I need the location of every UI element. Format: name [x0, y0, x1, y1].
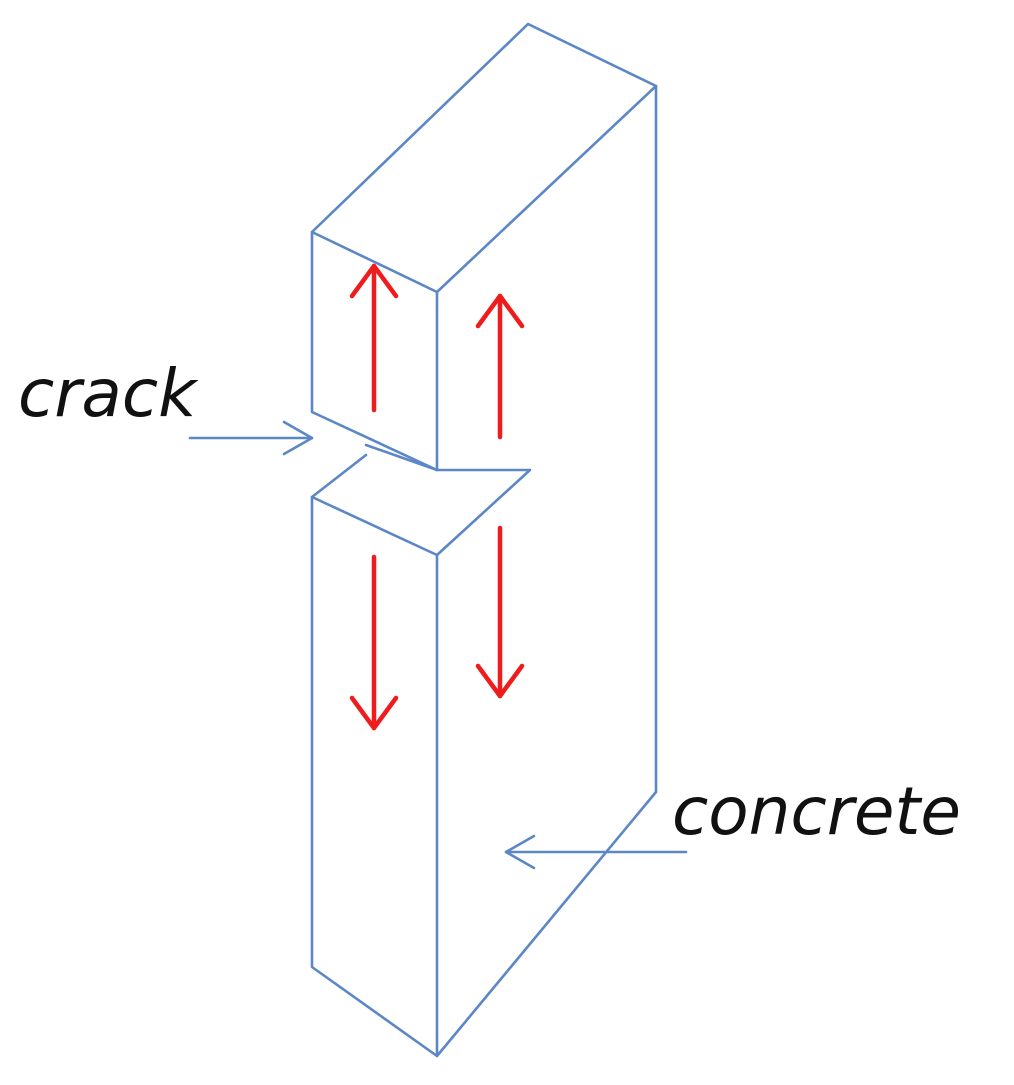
arrow-up-side: [475, 293, 525, 440]
arrow-down-front: [349, 554, 399, 731]
crack-callout: crack: [18, 355, 314, 456]
crack-notch-line: [364, 443, 439, 472]
block-top-face: [310, 22, 658, 294]
crack-plane: [310, 453, 368, 499]
crack-label: crack: [18, 355, 199, 432]
block-upper-front-face: [310, 230, 439, 472]
concrete-block: [310, 22, 658, 1058]
block-lower-front-face: [310, 495, 439, 1058]
crack-plane-upper-edge: [435, 468, 532, 557]
tension-arrows: [349, 263, 525, 731]
crack-pointer-arrowhead: [282, 420, 314, 456]
concrete-pointer-arrowhead: [504, 834, 536, 870]
arrow-up-front: [349, 263, 399, 413]
concrete-callout: concrete: [504, 773, 961, 870]
concrete-label: concrete: [672, 773, 961, 850]
arrow-down-side: [475, 525, 525, 699]
block-bottom-side-edge: [435, 790, 658, 1058]
